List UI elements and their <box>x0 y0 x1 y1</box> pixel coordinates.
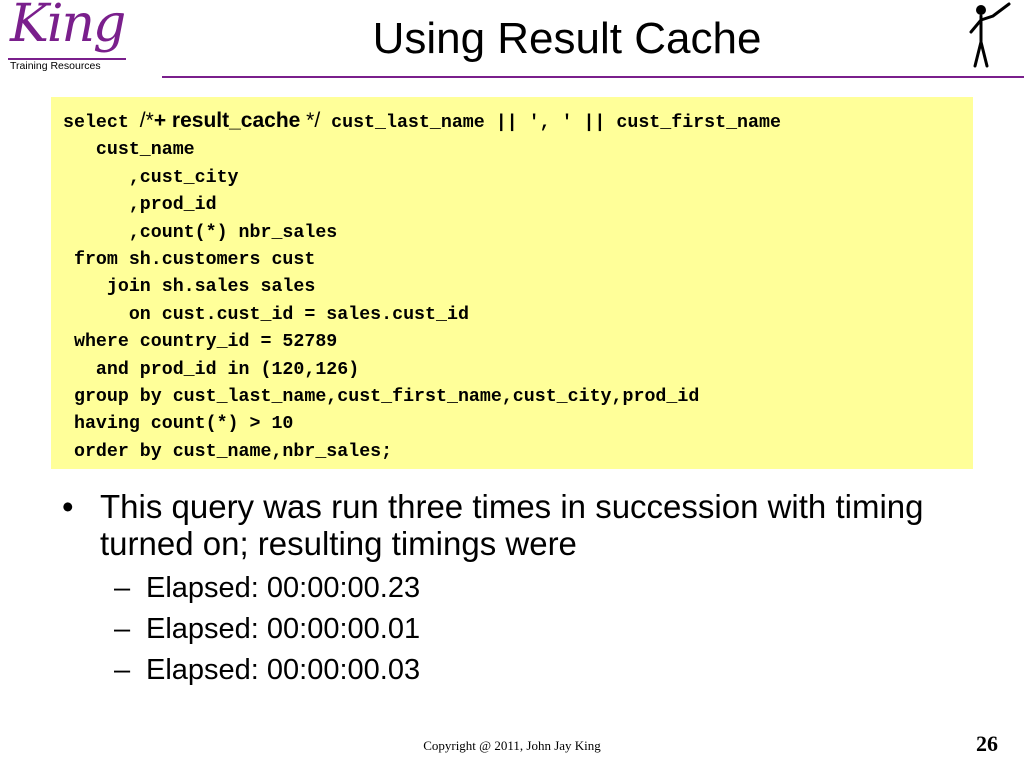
code-line: where country_id = 52789 <box>63 332 338 353</box>
code-line: from sh.customers cust <box>63 250 316 271</box>
dash-icon: – <box>114 572 131 604</box>
bullet-dot-icon: • <box>62 488 74 525</box>
sub-bullet: – Elapsed: 00:00:00.23 <box>62 568 1002 609</box>
code-line: and prod_id in (120,126) <box>63 359 360 380</box>
code-line: group by cust_last_name,cust_first_name,… <box>63 387 700 408</box>
title-divider <box>162 76 1024 78</box>
dash-icon: – <box>114 613 131 645</box>
result-cache-hint: /*+ result_cache */ <box>139 109 321 132</box>
sub-bullet: – Elapsed: 00:00:00.03 <box>62 650 1002 691</box>
dash-icon: – <box>114 654 131 686</box>
code-line: ,cust_city <box>63 167 239 188</box>
sql-code-block: select /*+ result_cache */ cust_last_nam… <box>51 97 973 469</box>
sql-code: select /*+ result_cache */ cust_last_nam… <box>63 107 961 466</box>
code-line: ,count(*) nbr_sales <box>63 222 338 243</box>
sub-bullet: – Elapsed: 00:00:00.01 <box>62 609 1002 650</box>
code-line: ,prod_id <box>63 195 217 216</box>
king-training-logo: King Training Resources <box>0 0 170 78</box>
code-line-1: select /*+ result_cache */ cust_last_nam… <box>63 109 781 133</box>
logo-underline <box>8 58 126 60</box>
code-line: order by cust_name,nbr_sales; <box>63 441 393 462</box>
code-line: on cust.cust_id = sales.cust_id <box>63 304 469 325</box>
code-line: cust_name <box>63 140 195 161</box>
logo-script-text: King <box>10 0 126 54</box>
code-line: join sh.sales sales <box>63 277 316 298</box>
slide-title: Using Result Cache <box>372 14 762 63</box>
code-line: having count(*) > 10 <box>63 414 294 435</box>
stick-figure-icon <box>969 2 1011 68</box>
copyright-footer: Copyright @ 2011, John Jay King <box>423 738 601 753</box>
bullet-list: • This query was run three times in succ… <box>62 488 1002 691</box>
page-number: 26 <box>976 731 998 756</box>
logo-subtitle: Training Resources <box>10 60 101 72</box>
main-bullet: • This query was run three times in succ… <box>62 488 924 562</box>
